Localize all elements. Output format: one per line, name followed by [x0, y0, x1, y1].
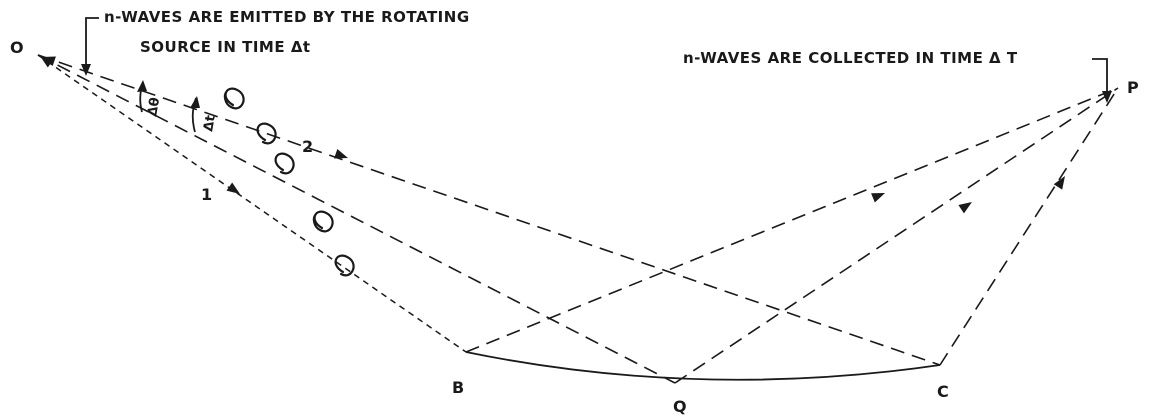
wavelet-3 — [274, 152, 295, 175]
ray-O-to-B — [37, 54, 467, 353]
arrow-ray-2 — [334, 149, 348, 159]
ray-1-label: 1 — [201, 185, 212, 204]
point-Q-label: Q — [673, 397, 687, 416]
reflecting-arc — [465, 351, 941, 381]
arrow-Q-P — [958, 202, 972, 214]
ray-O-to-Q — [37, 54, 676, 384]
emitted-note-line2: SOURCE IN TIME Δt — [140, 38, 311, 56]
wavelet-5 — [334, 254, 355, 277]
emitted-note-line1: n-WAVES ARE EMITTED BY THE ROTATING — [104, 8, 470, 26]
ray-Q-to-P — [674, 87, 1119, 384]
wavelet-2 — [256, 122, 277, 145]
point-P-label: P — [1127, 78, 1139, 97]
angle-t-label: Δt — [201, 114, 219, 133]
arrow-ray-1 — [226, 182, 240, 194]
wavelet-4 — [312, 210, 334, 233]
collected-note-leader — [1092, 58, 1108, 96]
point-C-label: C — [937, 382, 949, 401]
ray-O-to-C — [37, 54, 941, 366]
point-B-label: B — [452, 378, 464, 397]
point-O-label: O — [10, 38, 24, 57]
angle-arc-theta-arrowhead — [137, 80, 147, 92]
arrow-at-O-2 — [42, 56, 56, 66]
ray-2-label: 2 — [302, 137, 313, 156]
arrow-B-P — [871, 193, 885, 203]
collected-note: n-WAVES ARE COLLECTED IN TIME Δ T — [683, 49, 1018, 67]
emitted-note-arrowhead — [81, 64, 91, 76]
ray-B-to-P — [465, 87, 1119, 353]
collected-note-arrowhead — [1102, 91, 1112, 103]
angle-theta-label: Δθ — [145, 96, 163, 117]
arrow-C-P — [1053, 176, 1065, 190]
ray-C-to-P — [939, 87, 1119, 366]
emitted-note-leader — [85, 17, 99, 70]
angle-arc-t-arrowhead — [190, 96, 200, 108]
wavelet-1 — [223, 87, 245, 110]
